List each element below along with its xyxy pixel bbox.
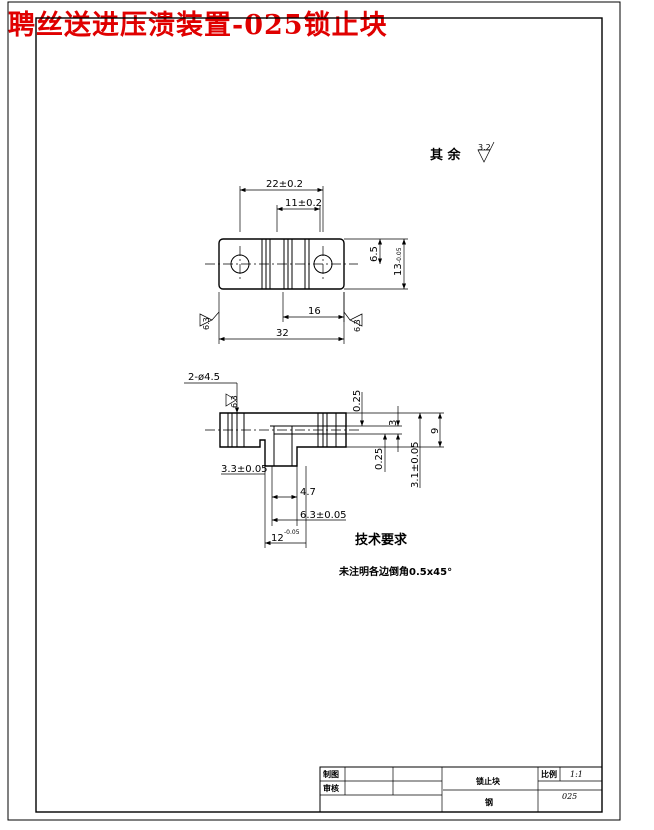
scale-label: 比例 xyxy=(541,769,557,779)
top-view: 22±0.2 11±0.2 6.5 13 -0.05 16 32 6.3 6.3 xyxy=(199,179,408,344)
dim-tab-span: 6.3±0.05 xyxy=(300,510,347,521)
dim-hole-spacing: 22±0.2 xyxy=(266,179,303,190)
tech-note: 未注明各边倒角0.5x45° xyxy=(338,565,452,578)
dim-base: 12 xyxy=(271,533,284,544)
dim-width-tolerance: -0.05 xyxy=(396,247,403,263)
tech-heading: 技术要求 xyxy=(355,532,408,548)
dim-bottom-gap: 0.25 xyxy=(374,448,385,470)
drawn-label: 制图 xyxy=(323,769,339,779)
dim-half-width: 6.5 xyxy=(369,246,380,262)
drawing-number: 025 xyxy=(562,792,577,801)
inner-frame xyxy=(35,17,603,813)
dim-step: 3 xyxy=(388,420,399,426)
roughness-left: 6.3 xyxy=(202,317,211,330)
roughness-note-label: 其 余 xyxy=(430,147,462,163)
dim-tab-width: 3.3±0.05 xyxy=(221,464,268,475)
material: 钢 xyxy=(485,797,493,807)
dim-center-span: 16 xyxy=(308,306,321,317)
front-view: 2-ø4.5 6.3 0.25 3 9 0.25 3.1±0.05 3.3±0.… xyxy=(184,372,444,548)
front-roughness: 6.3 xyxy=(230,395,239,408)
dim-tab-offset: 4.7 xyxy=(300,487,316,498)
scale-value: 1:1 xyxy=(570,770,583,779)
checked-label: 审核 xyxy=(323,783,339,793)
dim-holes: 2-ø4.5 xyxy=(188,372,220,383)
dim-base-tolerance: -0.05 xyxy=(284,529,300,536)
roughness-note-value: 3.2 xyxy=(478,143,491,152)
dim-width: 13 xyxy=(393,263,404,276)
dim-height: 9 xyxy=(430,428,441,434)
drawing-title: 聘丝送进压溃装置-025锁止块 xyxy=(8,10,388,41)
part-name: 锁止块 xyxy=(476,776,501,786)
title-block: 制图 审核 锁止块 比例 1:1 钢 025 xyxy=(319,766,603,813)
roughness-right: 6.3 xyxy=(353,319,362,332)
dim-lower-step: 3.1±0.05 xyxy=(410,441,421,488)
dim-length: 32 xyxy=(276,328,289,339)
surface-roughness-note: 其 余 3.2 xyxy=(430,141,495,163)
dim-top-gap: 0.25 xyxy=(352,390,363,412)
outer-frame xyxy=(7,1,621,821)
dim-slot-width: 11±0.2 xyxy=(285,198,322,209)
